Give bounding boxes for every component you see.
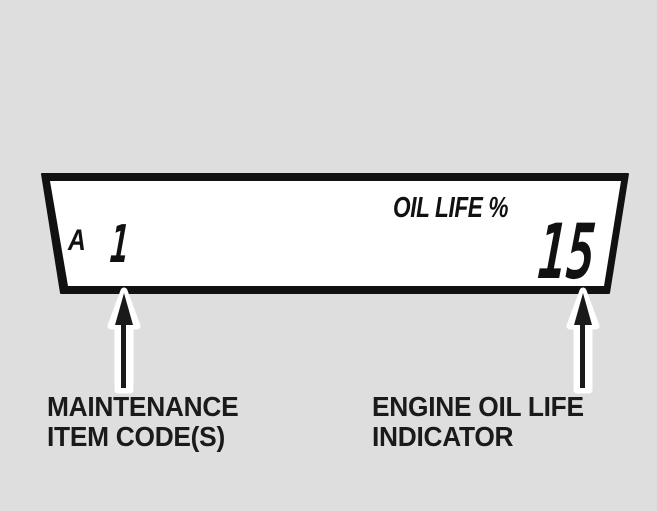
callout-label-line2: INDICATOR <box>372 421 514 452</box>
callout-label-maintenance-item-code: MAINTENANCE ITEM CODE(S) <box>47 391 239 452</box>
callout-label-line2: ITEM CODE(S) <box>47 421 225 452</box>
callout-label-line1: MAINTENANCE <box>47 391 239 422</box>
arrow-up-icon-right-shaft <box>580 318 585 388</box>
display-panel <box>41 173 629 294</box>
callout-label-line1: ENGINE OIL LIFE <box>372 391 584 422</box>
arrow-up-icon-left-head <box>115 293 133 325</box>
display-panel-screen <box>50 181 621 286</box>
callout-label-engine-oil-life-indicator: ENGINE OIL LIFE INDICATOR <box>372 392 584 452</box>
maintenance-code-number: 1 <box>108 215 132 275</box>
arrow-up-icon-left-shaft <box>121 318 126 388</box>
callout-arrow-left <box>107 287 141 394</box>
oil-life-label: OIL LIFE % <box>393 192 509 224</box>
oil-life-value: 15 <box>535 207 599 296</box>
arrow-up-icon-right-head <box>574 293 592 325</box>
maintenance-code-letter: A <box>68 224 86 257</box>
callout-arrow-right <box>566 287 600 394</box>
